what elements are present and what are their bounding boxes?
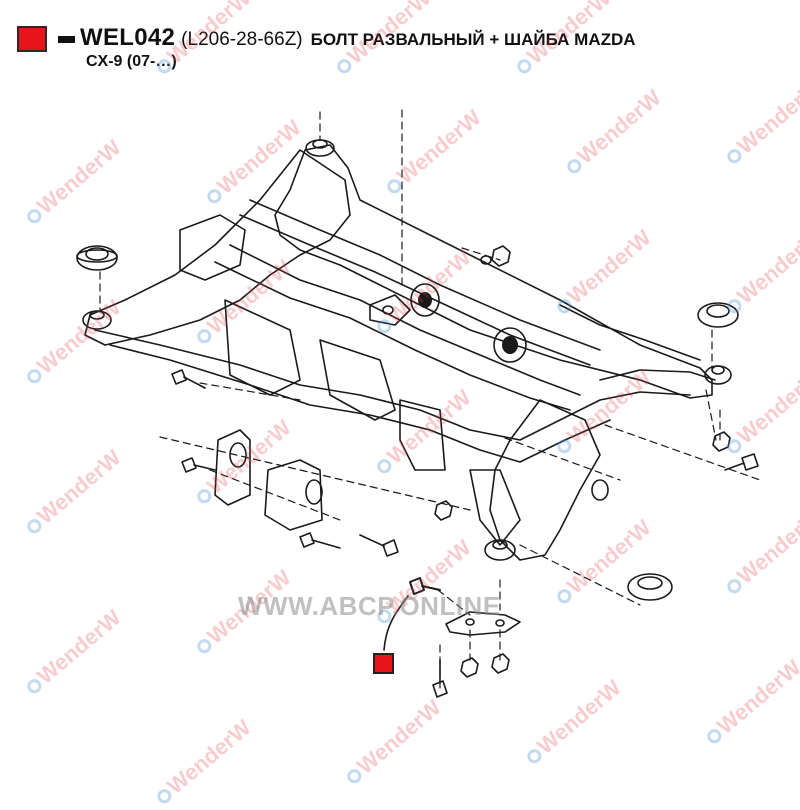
oem-number: (L206-28-66Z) [181, 29, 303, 50]
loose-bushings [214, 429, 323, 531]
header: WEL042(L206-28-66Z) БОЛТ РАЗВАЛЬНЫЙ + ШАЙ… [0, 0, 800, 80]
legend-dash [58, 36, 75, 43]
part-description: БОЛТ РАЗВАЛЬНЫЙ + ШАЙБА MAZDA [310, 30, 636, 49]
part-description-line2: CX-9 (07-…) [86, 53, 177, 70]
subframe-body [84, 144, 716, 561]
mount-bushings [82, 139, 732, 561]
mount-washers [76, 245, 739, 601]
part-title: WEL042(L206-28-66Z) БОЛТ РАЗВАЛЬНЫЙ + ШАЙ… [80, 24, 636, 52]
bolts [171, 369, 759, 698]
site-watermark: WWW.ABCP.ONLINE [238, 591, 501, 621]
differential-mounts [369, 283, 527, 363]
red-square-marker-icon [373, 653, 394, 674]
legend-red-square-icon [17, 26, 47, 52]
part-code: WEL042 [80, 24, 176, 51]
camber-plate [445, 611, 521, 636]
callout-leader [383, 595, 409, 651]
nuts [434, 245, 731, 678]
